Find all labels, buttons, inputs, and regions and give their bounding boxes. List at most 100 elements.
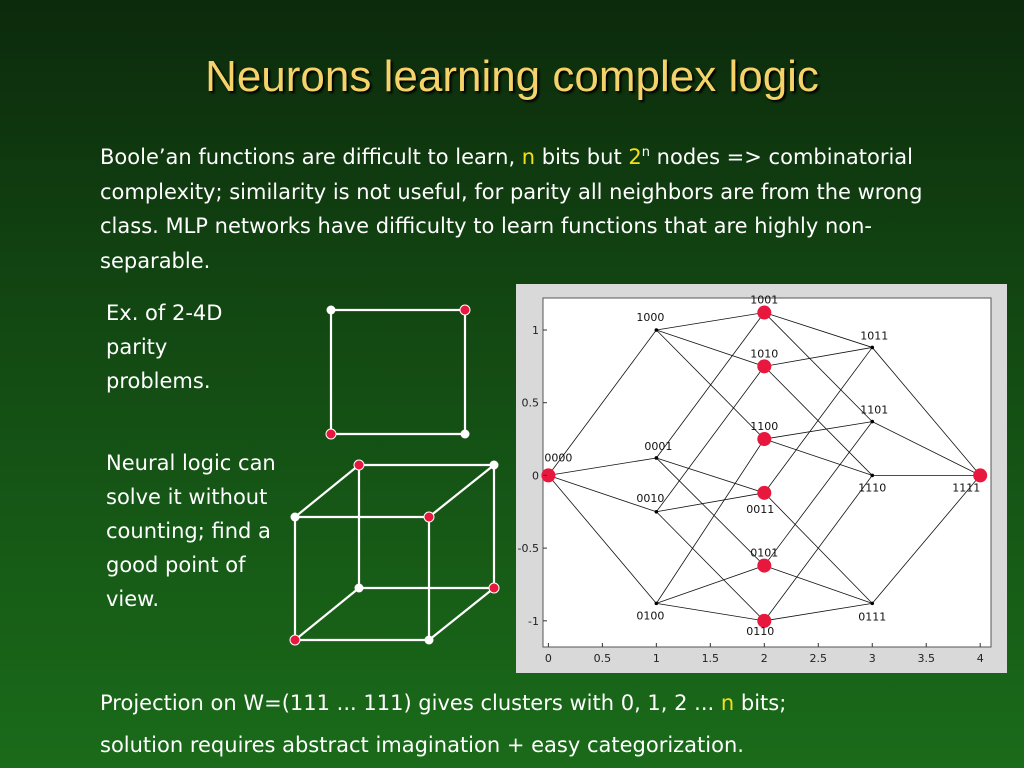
graph-node — [870, 601, 875, 606]
square-node-red — [459, 304, 471, 316]
graph-node — [654, 328, 659, 332]
parity-2d-square-diagram — [325, 304, 471, 440]
graph-edge — [548, 457, 657, 476]
y-tick-label: -1 — [528, 615, 539, 628]
node-label: 1111 — [952, 481, 980, 494]
node-label: 0000 — [544, 451, 572, 464]
graph-edge — [764, 421, 873, 440]
x-tick-label: 3.5 — [917, 652, 935, 665]
graph-edge — [763, 421, 873, 566]
graph-edge — [548, 475, 657, 604]
graph-edge — [656, 329, 765, 440]
y-tick-label: 0 — [532, 469, 539, 482]
graph-edge — [656, 312, 765, 331]
conclusion-text-a: Projection on W=(111 ... 111) gives clus… — [100, 691, 721, 715]
node-label: 1001 — [750, 294, 778, 307]
intro-superscript-n: n — [641, 145, 650, 160]
nodes-layer — [541, 305, 988, 628]
graph-edge — [764, 347, 873, 367]
cube-edge — [294, 587, 360, 641]
node-label: 0101 — [750, 547, 778, 560]
graph-node — [870, 419, 875, 424]
graph-edge — [548, 329, 657, 476]
graph-edge — [656, 565, 765, 604]
graph-edge — [764, 312, 873, 348]
x-tick-label: 1.5 — [702, 652, 720, 665]
node-label: 0011 — [746, 503, 774, 516]
graph-node — [654, 601, 659, 606]
parity-3d-cube-diagram — [289, 459, 500, 646]
graph-edge — [872, 421, 981, 476]
y-tick-label: 0.5 — [522, 397, 540, 410]
plot-canvas: 0000100000010010010010011010110000110101… — [518, 294, 992, 665]
square-node-white — [326, 305, 336, 315]
graph-edge — [871, 347, 981, 476]
graph-node-red — [757, 613, 772, 628]
graph-edge — [763, 347, 873, 494]
node-label: 0111 — [858, 610, 886, 623]
graph-node-red — [757, 305, 772, 320]
cube-node-red — [353, 459, 365, 471]
graph-node — [654, 509, 659, 514]
square-node-white — [460, 429, 470, 439]
intro-text-3: nodes => combinatorial complexity; simil… — [100, 145, 923, 273]
graph-edge — [764, 366, 873, 476]
square-node-red — [325, 428, 337, 440]
conclusion-line-2: solution requires abstract imagination +… — [100, 733, 744, 757]
cube-node-red — [423, 511, 435, 523]
cube-node-white — [424, 635, 434, 645]
graph-node-red — [541, 468, 556, 483]
x-tick-label: 3 — [869, 652, 876, 665]
graph-edge — [656, 329, 765, 367]
graph-node-red — [973, 468, 988, 483]
node-label: 1010 — [750, 347, 778, 360]
parity-examples-caption: Ex. of 2-4D parity problems. — [106, 301, 223, 393]
node-label: 0110 — [746, 625, 774, 638]
graph-node-red — [757, 485, 772, 500]
graph-edge — [656, 602, 765, 622]
intro-two-highlight: 2 — [628, 145, 642, 169]
graph-node — [870, 345, 875, 350]
graph-edge — [764, 602, 873, 622]
node-label: 1101 — [860, 404, 888, 417]
graph-node-red — [757, 558, 772, 573]
x-tick-label: 0.5 — [594, 652, 612, 665]
node-label: 0001 — [644, 440, 672, 453]
cube-node-white — [354, 583, 364, 593]
graph-node-red — [757, 359, 772, 374]
conclusion-n-highlight: n — [720, 691, 735, 715]
y-tick-label: 1 — [532, 324, 539, 337]
graph-edge — [871, 475, 981, 604]
intro-text-2: bits but — [535, 145, 629, 169]
graph-edge — [656, 312, 765, 459]
neural-logic-caption: Neural logic can solve it without counti… — [106, 451, 276, 611]
intro-n-highlight: n — [521, 145, 536, 169]
graph-edge — [548, 475, 657, 513]
graph-node-red — [757, 432, 772, 447]
x-tick-label: 4 — [977, 652, 984, 665]
graph-node — [870, 473, 875, 478]
intro-text-1: Boole’an functions are difficult to lear… — [100, 145, 522, 169]
graph-node — [654, 456, 659, 460]
conclusion-text-b: bits; — [734, 691, 787, 715]
graph-edge — [656, 457, 765, 566]
graph-edge — [764, 565, 873, 604]
plot-area — [542, 297, 992, 648]
slide-title: Neurons learning complex logic — [205, 52, 819, 101]
node-label: 0100 — [636, 609, 664, 622]
graph-edge — [764, 438, 873, 476]
cube-node-red — [289, 634, 301, 646]
node-label: 0010 — [636, 492, 664, 505]
edges-layer — [548, 312, 981, 622]
graph-edge — [763, 475, 873, 622]
cube-node-red — [488, 582, 500, 594]
cube-edge — [428, 464, 495, 518]
graph-edge — [656, 438, 765, 604]
x-tick-label: 0 — [545, 652, 552, 665]
conclusion-line-1: Projection on W=(111 ... 111) gives clus… — [100, 682, 1000, 724]
graph-edge — [656, 511, 765, 622]
labels-layer: 0000100000010010010010011010110000110101… — [544, 294, 980, 638]
graph-edge — [764, 312, 873, 422]
